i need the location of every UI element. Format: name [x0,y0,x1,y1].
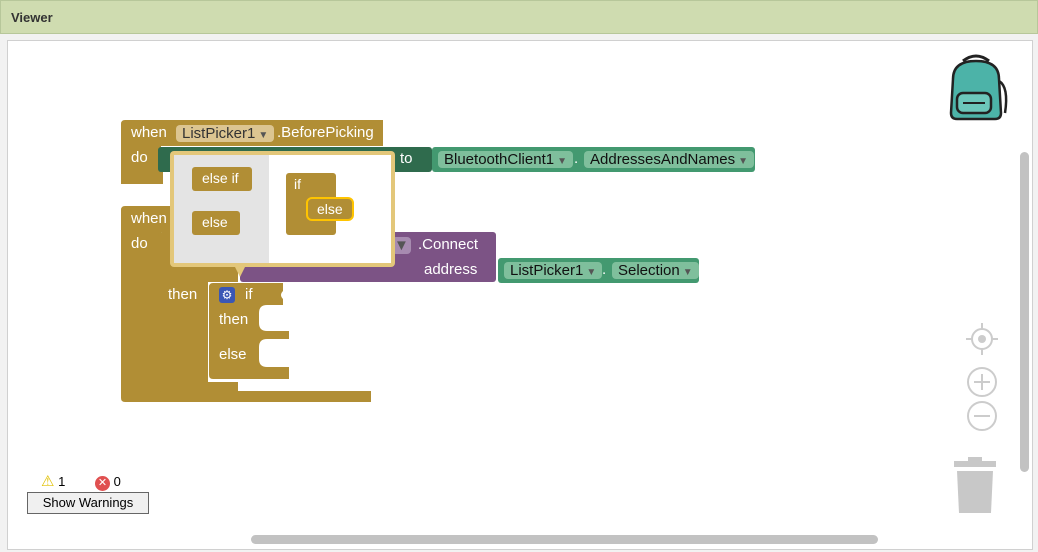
then-label-outer: then [168,286,198,303]
error-circle-icon: ✕ [94,476,110,491]
zoom-out-icon[interactable] [966,400,998,432]
lp-property-label: Selection [618,262,680,279]
preview-else-label: else [317,201,343,217]
backpack-icon[interactable] [941,51,1011,123]
trash-icon[interactable] [952,457,998,515]
zoom-in-icon[interactable] [966,366,998,398]
component-dropdown-label: ListPicker1 [182,125,256,142]
vertical-scrollbar[interactable] [1020,152,1029,472]
lp-property-dropdown[interactable]: Selection▼ [612,262,699,279]
dropdown-arrow-icon: ▼ [586,267,597,278]
dropdown-arrow-icon: ▼ [682,267,693,278]
bt-component-dropdown[interactable]: BluetoothClient1▼ [438,151,573,168]
bt-component-label: BluetoothClient1 [444,151,555,168]
warning-count: 1 [58,474,66,489]
connect-method-label: .Connect [418,236,479,253]
when-label: when [131,124,167,141]
error-count: 0 [113,474,121,489]
else-if-label: else if [202,170,239,186]
else-label: else [219,346,247,363]
dropdown-arrow-icon: ▼ [738,156,748,167]
bt-property-label: AddressesAndNames [590,151,736,168]
else-option-label: else [202,214,228,230]
address-label: address [424,261,478,278]
mutator-popup[interactable]: else if else if else [170,151,395,277]
connect-dropdown-stub[interactable]: ▼ [392,237,411,254]
dot-label-2: . [602,261,607,278]
bluetooth-getter-block[interactable]: BluetoothClient1▼ . AddressesAndNames▼ [432,147,755,172]
event-block-beforepicking[interactable]: when ListPicker1▼ .BeforePicking do [121,120,384,184]
mutator-else-if-block[interactable]: else if [192,167,252,191]
warnings-indicator: ⚠ 1 ✕ 0 [41,472,121,491]
bt-property-dropdown[interactable]: AddressesAndNames▼ [584,151,754,168]
lp-component-label: ListPicker1 [510,262,584,279]
if-then-container[interactable]: then [158,232,238,392]
viewer-title: Viewer [11,10,53,25]
if-then-container-shape [158,232,238,392]
show-warnings-button[interactable]: Show Warnings [27,492,149,514]
blocks-workspace[interactable]: when ListPicker1▼ .BeforePicking do to B… [7,40,1033,550]
component-dropdown[interactable]: ListPicker1▼ [176,125,275,142]
if-else-block[interactable]: ⚙ if then else [209,283,289,379]
viewer-header: Viewer [0,0,1038,34]
do-label-2: do [131,235,148,252]
if-else-block-shape [209,283,289,379]
dropdown-arrow-icon: ▼ [258,130,269,141]
dot-label: . [574,150,579,167]
to-label: to [400,150,413,167]
mutator-pointer [234,265,246,277]
dropdown-arrow-icon: ▼ [557,156,567,167]
event-name-label: .BeforePicking [277,124,374,141]
mutator-preview-else-block[interactable]: else [306,197,354,221]
warning-triangle-icon: ⚠ [41,473,55,490]
lp-component-dropdown[interactable]: ListPicker1▼ [504,262,603,279]
mutator-gear-icon[interactable]: ⚙ [219,287,235,303]
horizontal-scrollbar[interactable] [251,535,878,544]
listpicker-getter-block[interactable]: ListPicker1▼ . Selection▼ [498,258,699,283]
preview-if-label: if [294,176,301,192]
mutator-else-block[interactable]: else [192,211,240,235]
then-label: then [219,311,249,328]
recenter-icon[interactable] [966,323,998,355]
when-label-2: when [131,210,167,227]
do-label: do [131,149,148,166]
if-label: if [245,286,253,303]
